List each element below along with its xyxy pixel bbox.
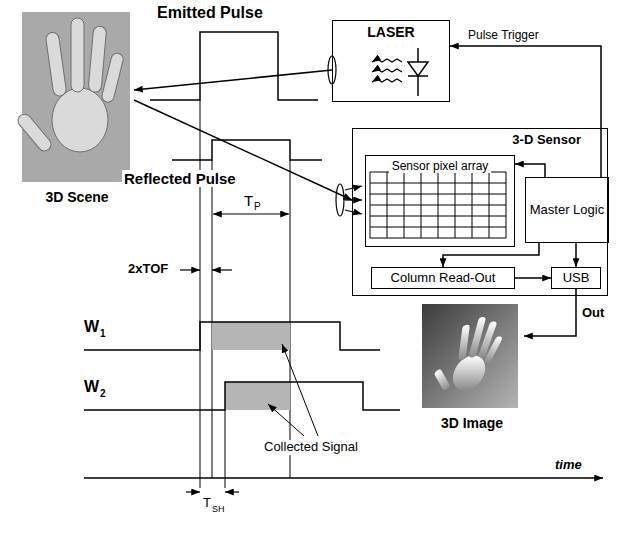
tof-arrow	[212, 269, 232, 270]
lens-rays	[345, 186, 362, 214]
pixel-array: Sensor pixel array	[365, 155, 515, 247]
connector-arrow	[515, 164, 545, 177]
scene-picture: 3D Scene	[20, 10, 134, 206]
array-title: Sensor pixel array	[389, 159, 492, 173]
usb-block: USB	[551, 267, 601, 289]
window-w1	[84, 322, 380, 350]
connector-arrow	[134, 70, 332, 90]
connector-arrow	[524, 289, 576, 336]
laser-box: LASER	[332, 20, 450, 102]
connector-arrow	[450, 46, 601, 177]
connector-arrow	[575, 243, 577, 267]
readout-block: Column Read-Out	[371, 267, 515, 289]
signal-name: W	[84, 378, 99, 396]
box-title: LASER	[333, 24, 449, 41]
housing-title: 3-D Sensor	[512, 132, 581, 148]
hand-figure	[15, 18, 124, 154]
laser-diode	[372, 48, 428, 96]
block-name: Master Logic	[530, 202, 604, 218]
symbol-subscript: SH	[212, 504, 225, 514]
pixel-grid	[370, 172, 506, 238]
block-name: Column Read-Out	[391, 270, 496, 286]
signal-title: Reflected Pulse	[122, 170, 238, 187]
reflected-pulse	[172, 140, 322, 160]
logic-block: Master Logic	[525, 177, 609, 243]
block-name: USB	[563, 270, 590, 286]
connector-arrow	[515, 277, 551, 279]
edge-label: Out	[582, 306, 604, 321]
signal-subscript: 1	[100, 328, 106, 340]
tof-arrow	[180, 269, 200, 270]
dimension-label: 2xTOF	[128, 262, 168, 277]
signal-title: Emitted Pulse	[157, 4, 263, 22]
shutter-arrow	[186, 491, 200, 492]
window-w2	[84, 382, 400, 410]
signal-name: W	[84, 318, 99, 336]
signal-subscript: 2	[100, 388, 106, 400]
collected-shade	[225, 382, 290, 410]
symbol: T	[203, 496, 211, 511]
depth-hand	[429, 317, 509, 392]
shutter-arrow	[225, 491, 239, 492]
symbol: T	[244, 192, 253, 209]
depth-picture: 3D Image	[420, 302, 524, 432]
axis-label: time	[555, 458, 582, 473]
emitted-pulse	[150, 32, 318, 100]
pulse-width-arrow	[213, 213, 289, 214]
picture-caption: 3D Scene	[20, 189, 134, 206]
symbol-subscript: P	[254, 201, 261, 213]
note-label: Collected Signal	[262, 440, 360, 455]
edge-label: Pulse Trigger	[468, 29, 539, 43]
sensor-housing: 3-D SensorSensor pixel arrayMaster Logic…	[352, 128, 608, 296]
leader-line	[268, 404, 304, 436]
collected-shade	[212, 322, 290, 350]
time-axis	[84, 477, 603, 479]
leader-line	[282, 344, 318, 436]
sensor-lens	[336, 184, 344, 216]
depth-image	[422, 304, 518, 408]
guide-lines	[200, 100, 290, 488]
picture-caption: 3D Image	[420, 415, 524, 432]
